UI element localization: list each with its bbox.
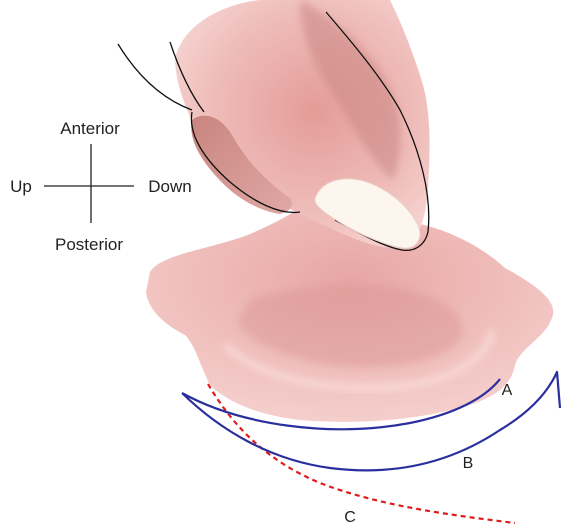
label-anterior: Anterior [60,119,120,138]
curve-a-label: A [502,382,513,399]
label-posterior: Posterior [55,235,123,254]
curve-b-label: B [463,455,474,472]
label-down: Down [148,177,191,196]
orientation-compass: Anterior Posterior Up Down [10,119,192,254]
examining-hand [118,0,430,250]
curve-c-label: C [344,509,356,526]
label-up: Up [10,177,32,196]
